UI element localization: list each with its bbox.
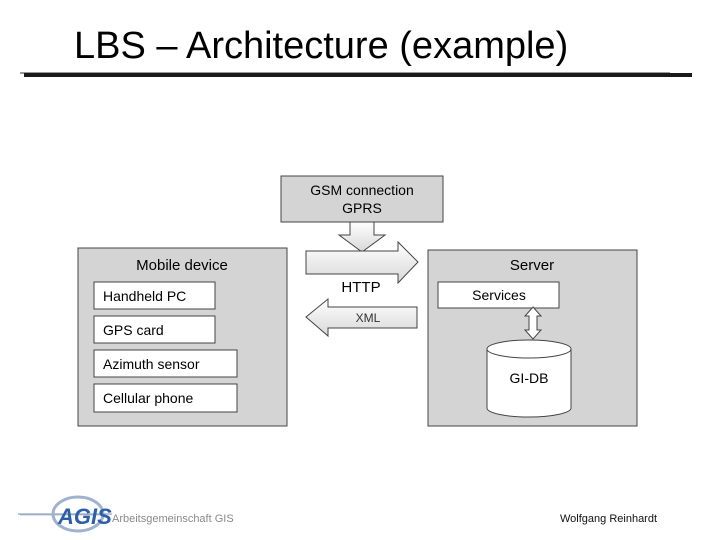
right-arrow-icon — [305, 240, 419, 285]
http-label: HTTP — [341, 279, 380, 296]
server-panel: Server Services GI-DB — [427, 249, 638, 427]
footer-author: Wolfgang Reinhardt — [560, 513, 658, 525]
title-rule — [24, 73, 692, 77]
mobile-item-label: GPS card — [103, 322, 164, 338]
xml-label: XML — [356, 311, 381, 325]
footer-organization: Arbeitsgemeinschaft GIS — [112, 513, 234, 525]
mobile-item-gps-card: GPS card — [93, 315, 216, 344]
slide-title: LBS – Architecture (example) — [74, 25, 569, 67]
mobile-item-handheld-pc: Handheld PC — [93, 281, 216, 310]
agis-logo: AGIS — [18, 495, 112, 533]
mobile-item-cellular-phone: Cellular phone — [93, 383, 238, 413]
down-arrow-icon — [337, 221, 387, 253]
mobile-item-label: Azimuth sensor — [103, 356, 200, 372]
mobile-device-panel: Mobile device Handheld PC GPS card Azimu… — [77, 247, 288, 427]
mobile-item-label: Cellular phone — [103, 390, 193, 406]
bidirectional-arrow-icon — [523, 306, 543, 340]
server-title: Server — [510, 257, 554, 274]
services-label: Services — [472, 287, 526, 303]
gsm-line2-label: GPRS — [342, 200, 382, 216]
logo-text: AGIS — [57, 504, 112, 529]
database-cylinder-icon — [486, 339, 572, 418]
services-box: Services — [437, 281, 560, 309]
gi-db-label: GI-DB — [510, 370, 549, 386]
mobile-item-label: Handheld PC — [103, 288, 186, 304]
gsm-line1-label: GSM connection — [310, 182, 414, 198]
left-arrow-icon — [305, 297, 418, 338]
mobile-item-azimuth-sensor: Azimuth sensor — [93, 349, 238, 378]
gsm-connection-box: GSM connection GPRS — [280, 175, 444, 223]
mobile-device-title: Mobile device — [136, 257, 228, 274]
